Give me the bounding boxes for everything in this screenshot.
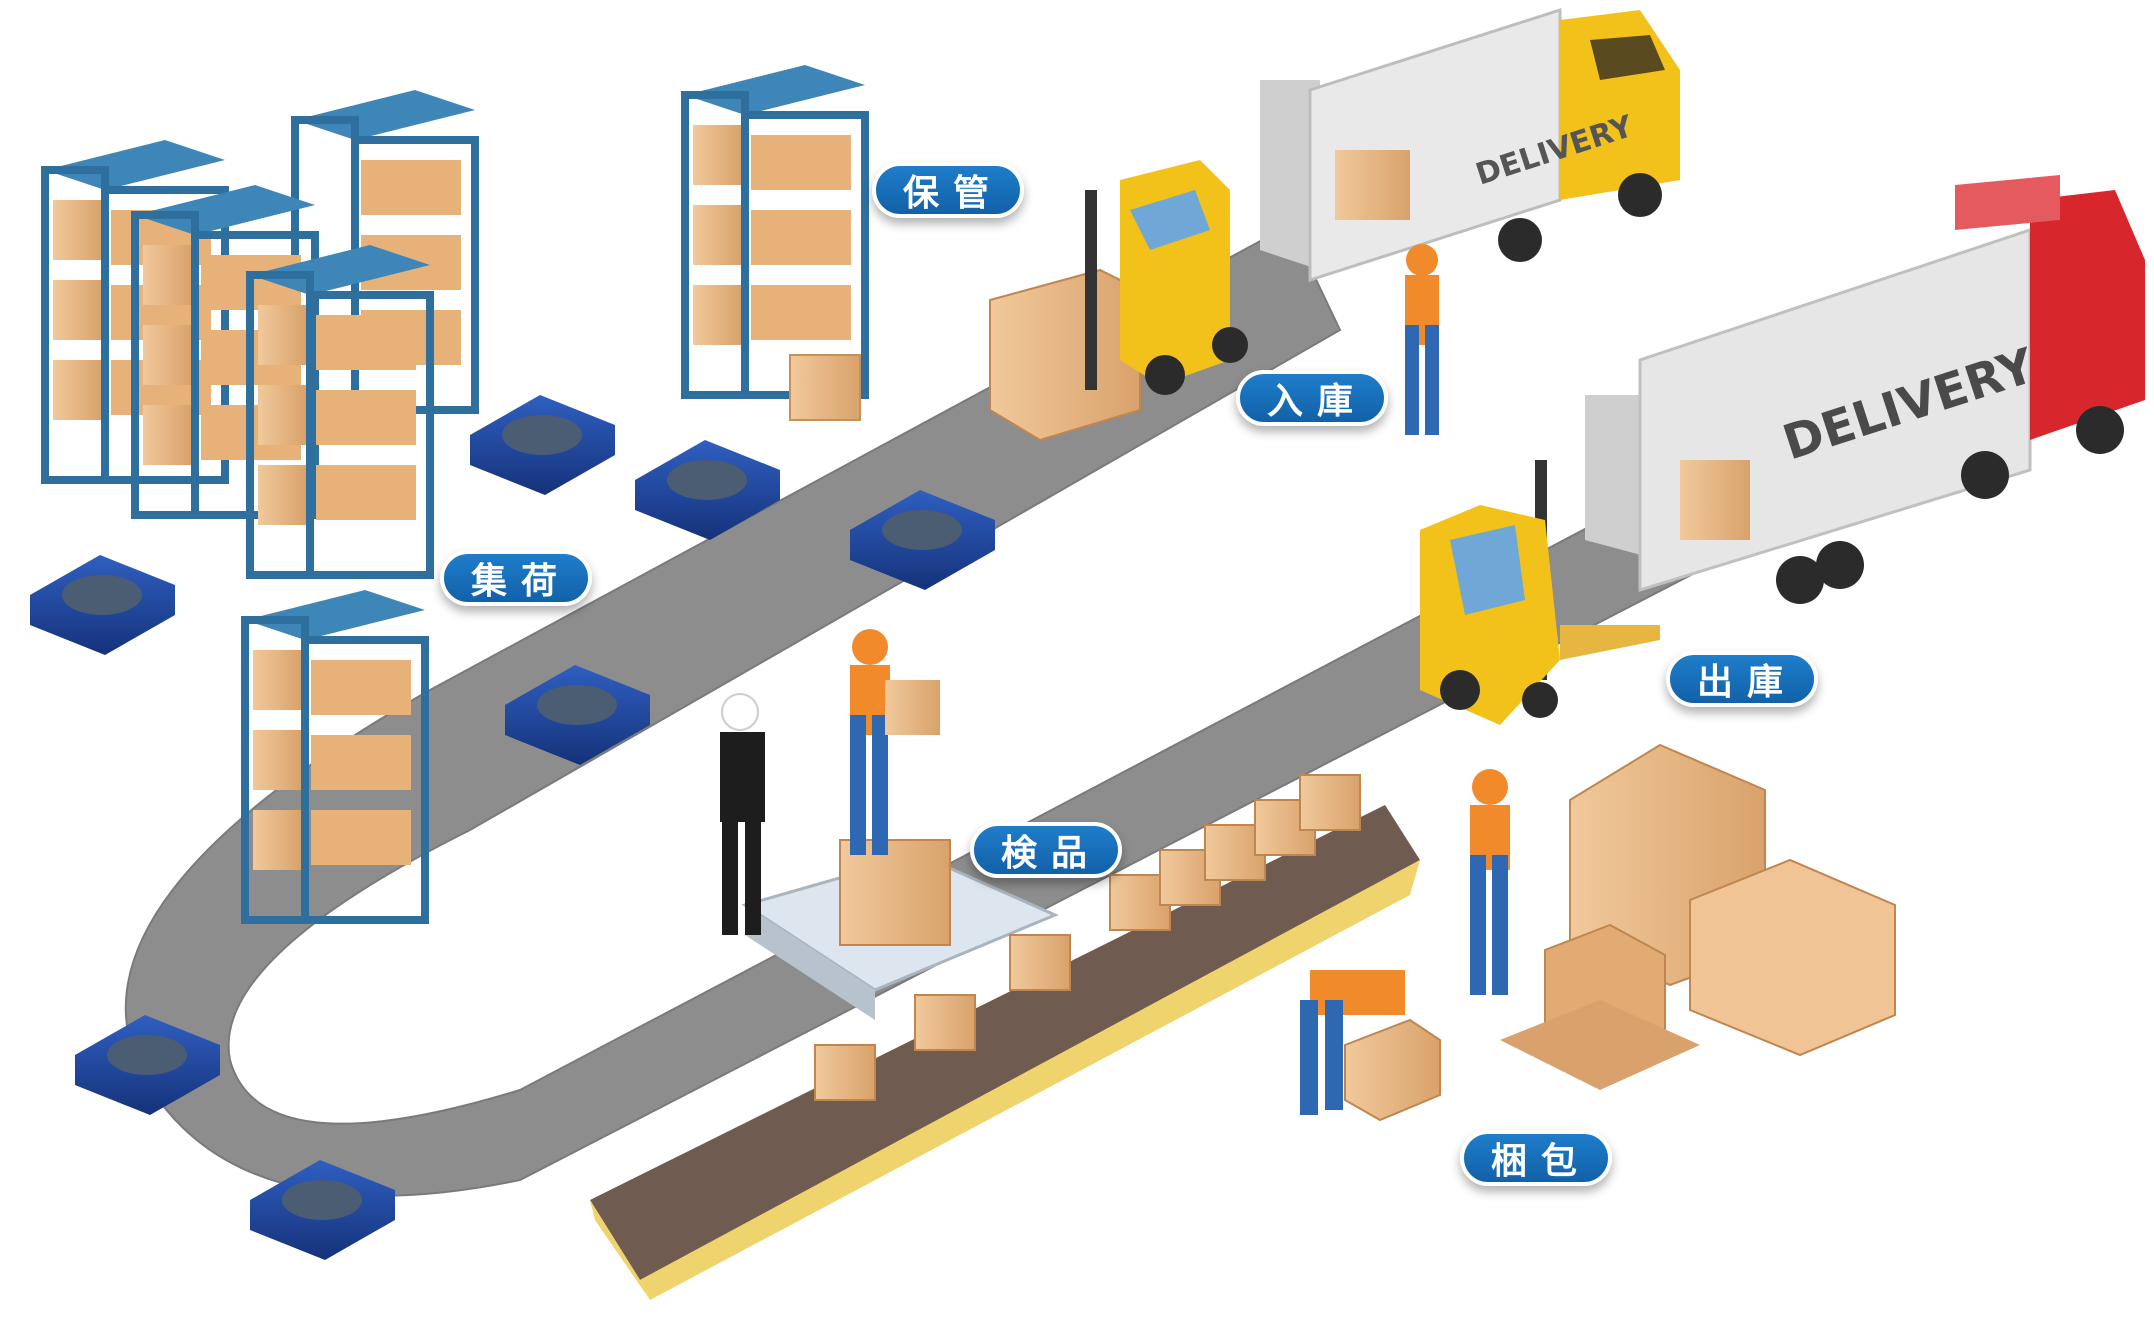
label-packing: 梱包 [1460,1130,1612,1186]
agv-robot [505,665,650,765]
label-shipping: 出庫 [1666,651,1818,707]
conveyor-belt [590,774,1420,1300]
agv-robot [850,490,995,590]
receiving-forklift [989,160,1248,442]
shipping-forklift [1420,460,1660,725]
worker-inspection [850,629,940,855]
worker-packing-standing [1470,769,1510,995]
label-inspection: 検品 [970,822,1122,878]
agv-robot [250,1160,395,1260]
agv-robots [30,395,995,1260]
loose-box [789,354,861,421]
packing-pallets [1500,743,1896,1090]
inspection-table [741,839,1059,1020]
agv-robot [470,395,615,495]
storage-rack [246,245,434,579]
inspector [720,693,765,935]
label-receiving: 入庫 [1236,370,1388,426]
worker-packing-bending [1300,970,1441,1122]
receiving-truck: DELIVERY [1260,7,1680,283]
worker-receiving [1405,244,1439,435]
workers [720,244,1510,1122]
label-picking: 集荷 [440,550,592,606]
agv-track [124,223,1722,1197]
storage-rack-group [41,65,869,924]
agv-robot [75,1015,220,1115]
shipping-truck: DELIVERY [1585,175,2145,604]
agv-robot [30,555,175,655]
label-storage: 保管 [872,162,1024,218]
storage-rack [681,65,869,399]
agv-robot [635,440,780,540]
storage-rack [241,590,429,924]
